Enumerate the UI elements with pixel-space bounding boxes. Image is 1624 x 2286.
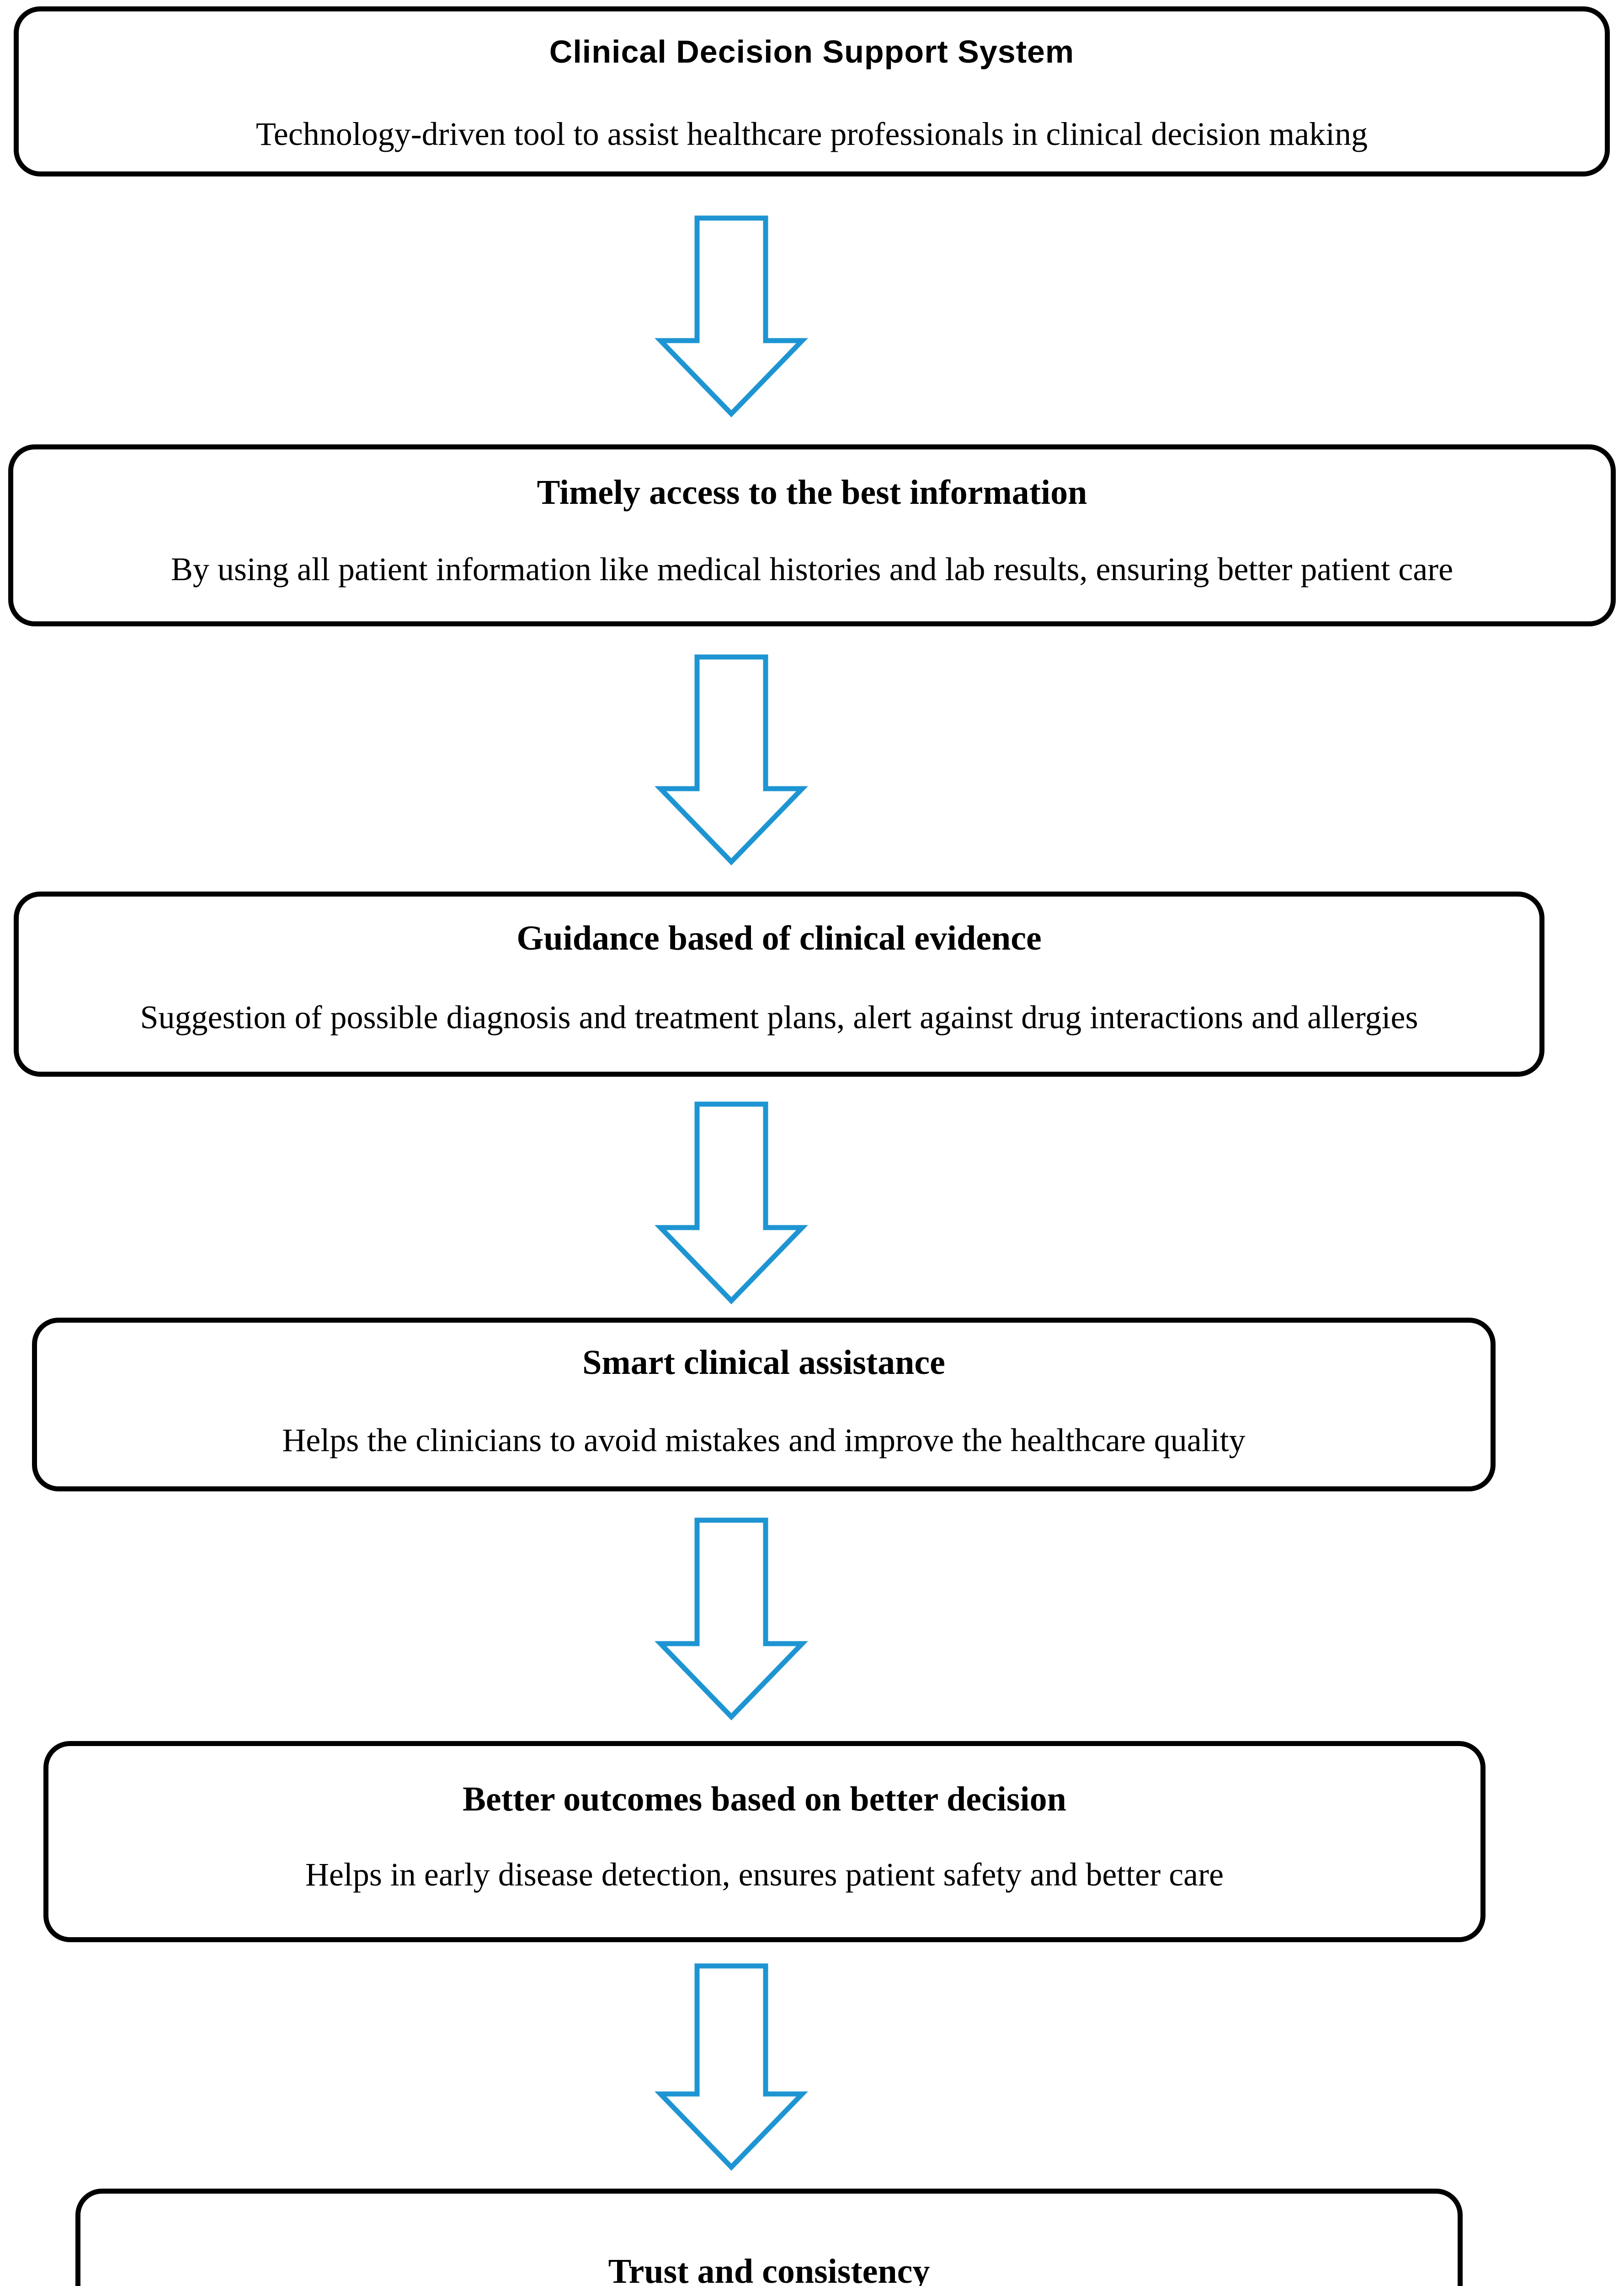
node-title: Smart clinical assistance xyxy=(582,1343,945,1382)
node-description: By using all patient information like me… xyxy=(170,551,1454,588)
down-arrow-icon xyxy=(655,1101,808,1304)
node-description: Suggestion of possible diagnosis and tre… xyxy=(140,999,1418,1036)
node-title: Timely access to the best information xyxy=(537,473,1087,512)
node-guidance-clinical-evidence: Guidance based of clinical evidence Sugg… xyxy=(14,892,1544,1077)
node-title: Trust and consistency xyxy=(608,2252,930,2286)
down-arrow-icon xyxy=(655,1963,808,2171)
node-title: Clinical Decision Support System xyxy=(549,34,1075,69)
node-clinical-decision-support-system: Clinical Decision Support System Technol… xyxy=(14,6,1610,176)
node-title: Better outcomes based on better decision xyxy=(463,1780,1066,1818)
node-title: Guidance based of clinical evidence xyxy=(516,919,1042,957)
node-timely-access: Timely access to the best information By… xyxy=(8,444,1616,626)
down-arrow-icon xyxy=(655,1517,808,1720)
node-description: Technology-driven tool to assist healthc… xyxy=(256,116,1368,152)
node-description: Helps the clinicians to avoid mistakes a… xyxy=(282,1422,1246,1458)
node-description: Helps in early disease detection, ensure… xyxy=(305,1856,1224,1893)
node-trust-and-consistency: Trust and consistency xyxy=(75,2189,1463,2286)
down-arrow-icon xyxy=(655,654,808,865)
down-arrow-icon xyxy=(655,215,808,417)
node-better-outcomes: Better outcomes based on better decision… xyxy=(43,1741,1486,1942)
node-smart-clinical-assistance: Smart clinical assistance Helps the clin… xyxy=(32,1318,1496,1491)
